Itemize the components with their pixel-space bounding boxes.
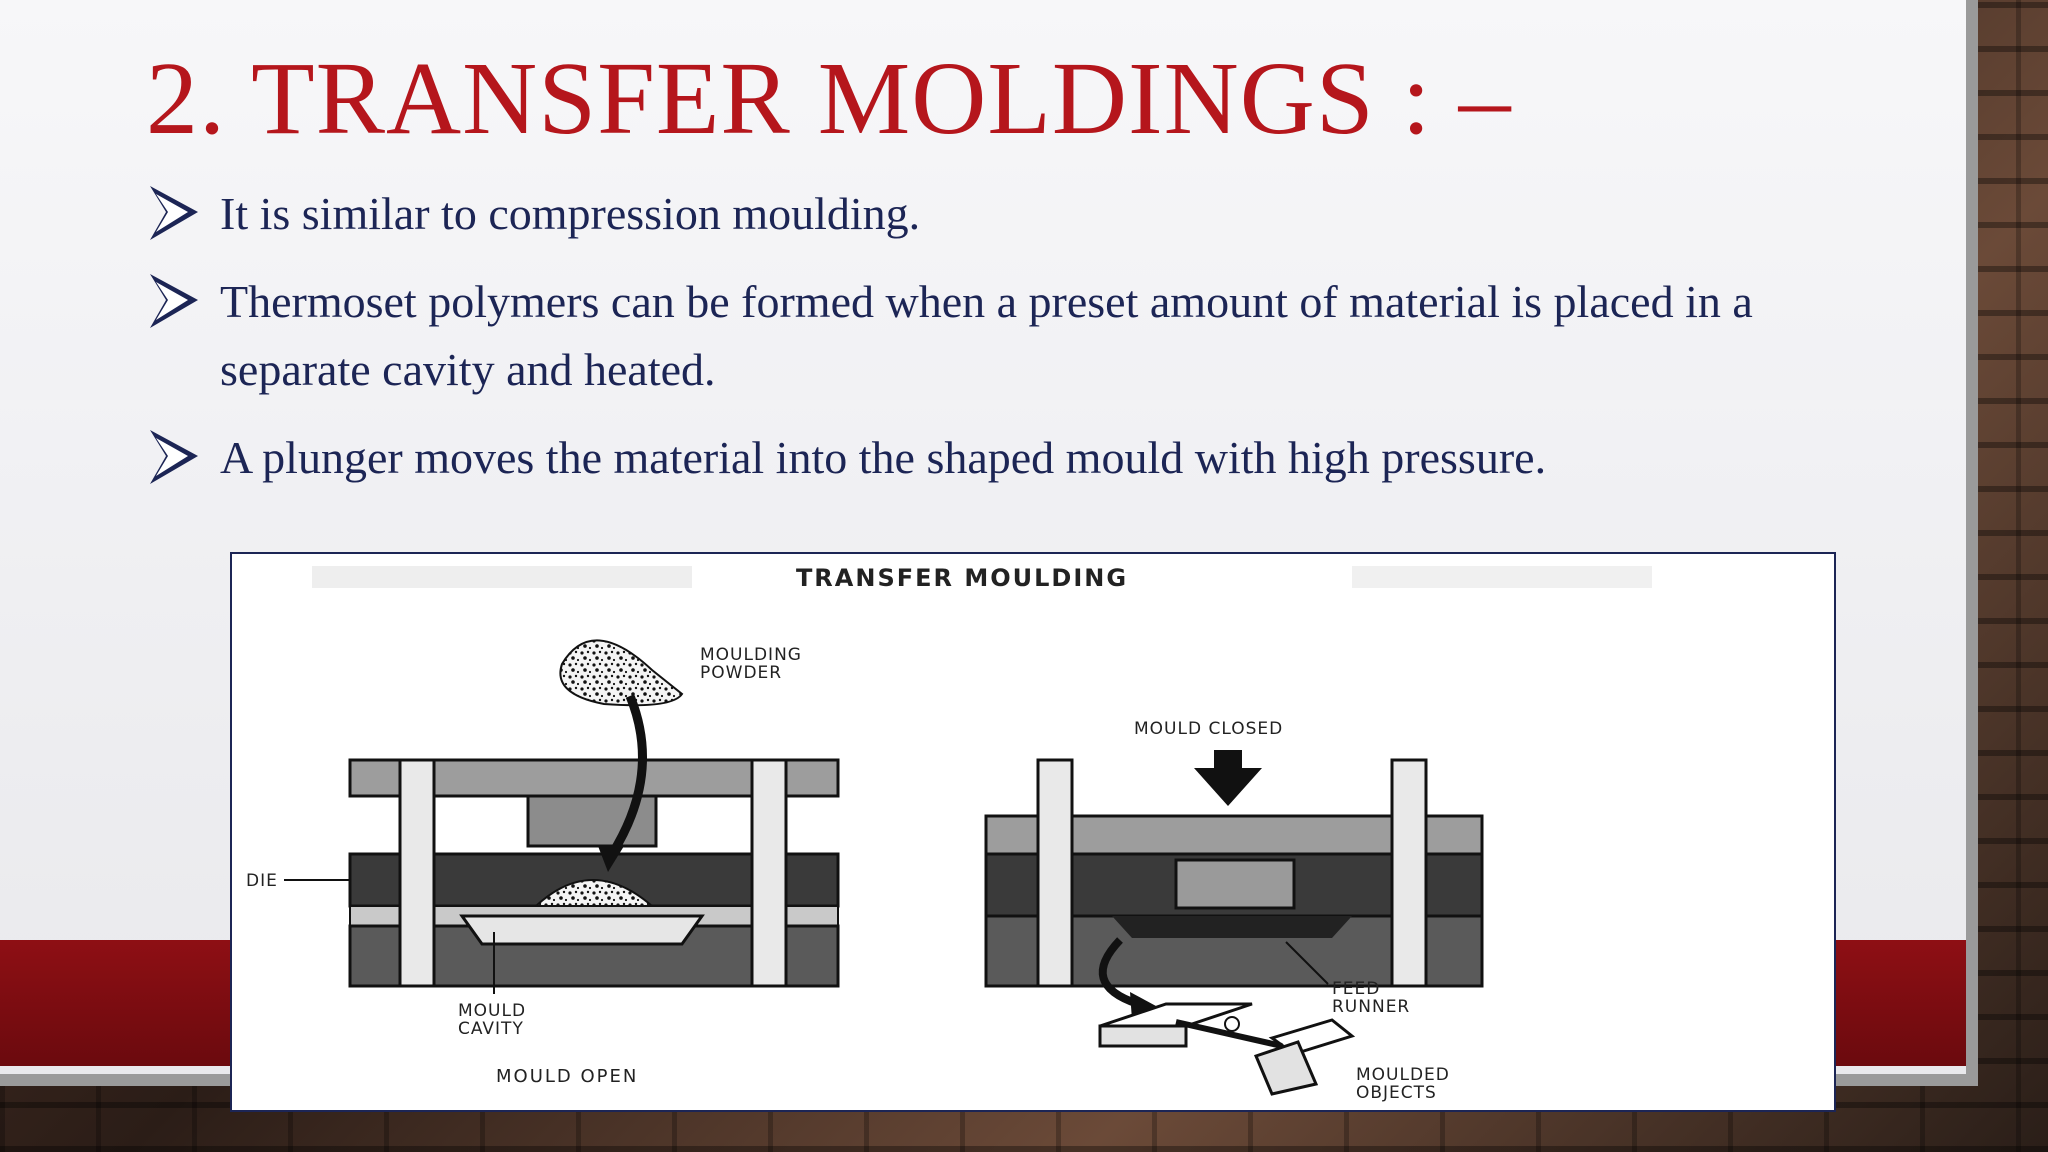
transfer-moulding-diagram: TRANSFER MOULDING MOULDING POWDER DIE MO… xyxy=(230,552,1836,1112)
label-objects: OBJECTS xyxy=(1356,1083,1437,1103)
ghost-text-block xyxy=(312,566,692,588)
guide-pillar xyxy=(750,758,788,988)
label-cavity: CAVITY xyxy=(458,1019,524,1039)
filled-cavity xyxy=(1112,916,1352,938)
label-mould-open: MOULD OPEN xyxy=(496,1066,638,1087)
label-moulded: MOULDED xyxy=(1356,1065,1450,1085)
arrow-bullet-icon xyxy=(150,186,198,240)
label-feed: FEED xyxy=(1332,979,1380,999)
eject-arrow xyxy=(1098,937,1140,1008)
bullet-list: It is similar to compression moulding. T… xyxy=(146,180,1906,512)
guide-pillar-closed xyxy=(1390,758,1428,988)
moulded-objects-shape xyxy=(1098,1002,1356,1096)
mould-cavity xyxy=(459,914,705,946)
charge-powder xyxy=(533,879,655,907)
label-moulding: MOULDING xyxy=(700,645,802,665)
label-runner: RUNNER xyxy=(1332,997,1410,1017)
label-mould-closed: MOULD CLOSED xyxy=(1134,719,1283,739)
bullet-text: A plunger moves the material into the sh… xyxy=(220,432,1547,483)
bullet-text: Thermoset polymers can be formed when a … xyxy=(220,276,1753,395)
pressure-arrow xyxy=(1194,750,1262,806)
guide-pillar-closed xyxy=(1036,758,1074,988)
label-die: DIE xyxy=(246,871,278,891)
label-powder: POWDER xyxy=(700,663,782,683)
guide-pillar xyxy=(398,758,436,988)
feed-arrow-head xyxy=(598,846,624,872)
slide-title: 2. TRANSFER MOLDINGS : – xyxy=(146,41,1512,156)
arrow-bullet-icon xyxy=(150,274,198,328)
diagram-svg: TRANSFER MOULDING MOULDING POWDER DIE MO… xyxy=(246,564,1652,1103)
label-mould: MOULD xyxy=(458,1001,526,1021)
bullet-item: A plunger moves the material into the sh… xyxy=(146,424,1906,492)
mould-closed-assembly xyxy=(984,750,1484,1096)
diagram-heading: TRANSFER MOULDING xyxy=(796,564,1128,592)
bullet-item: It is similar to compression moulding. xyxy=(146,180,1906,248)
bullet-text: It is similar to compression moulding. xyxy=(220,188,921,239)
plunger-closed xyxy=(1174,858,1296,910)
feed-leader-line xyxy=(1285,941,1329,985)
bullet-item: Thermoset polymers can be formed when a … xyxy=(146,268,1906,404)
arrow-bullet-icon xyxy=(150,430,198,484)
moulding-powder-heap xyxy=(559,639,684,707)
ghost-text-block xyxy=(1352,566,1652,588)
mould-open-assembly xyxy=(284,639,840,994)
feed-arrow xyxy=(608,694,647,857)
